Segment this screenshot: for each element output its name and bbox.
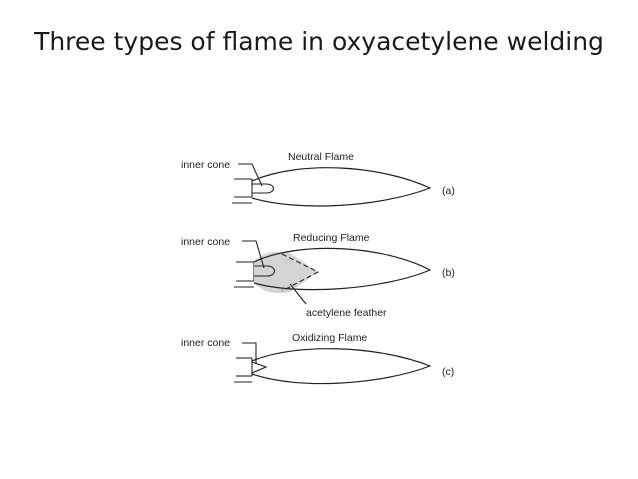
oxidizing-inner-cone-label: inner cone xyxy=(181,337,230,349)
neutral-flame-outline xyxy=(251,167,432,207)
neutral-inner-cone-label: inner cone xyxy=(181,159,230,171)
oxidizing-inner-cone xyxy=(251,361,268,374)
oxidizing-inner-cone-leader xyxy=(242,342,257,364)
acetylene-feather-leader xyxy=(289,283,307,305)
oxidizing-flame-outline xyxy=(251,348,432,385)
oxidizing-flame-figure: inner cone Oxidizing Flame (c) xyxy=(181,332,454,385)
reducing-inner-cone-leader xyxy=(242,240,265,269)
reducing-flame-title: Reducing Flame xyxy=(293,232,370,244)
reducing-flame-figure: inner cone Reducing Flame (b) acetylene … xyxy=(181,232,455,319)
reducing-inner-cone-label: inner cone xyxy=(181,236,230,248)
torch-tip-b xyxy=(234,261,255,288)
torch-tip-c xyxy=(234,357,253,383)
oxidizing-flame-letter: (c) xyxy=(442,366,454,378)
neutral-flame-title: Neutral Flame xyxy=(288,151,354,163)
acetylene-feather-label: acetylene feather xyxy=(306,307,387,319)
reducing-flame-outline xyxy=(253,247,432,291)
neutral-flame-letter: (a) xyxy=(442,185,455,197)
reducing-inner-cone xyxy=(254,265,276,277)
slide-title: Three types of flame in oxyacetylene wel… xyxy=(34,27,604,56)
neutral-flame-figure: inner cone Neutral Flame (a) xyxy=(181,151,455,207)
reducing-flame-letter: (b) xyxy=(442,267,455,279)
acetylene-feather-shading xyxy=(254,251,318,294)
acetylene-feather-outline xyxy=(281,253,320,292)
oxidizing-flame-title: Oxidizing Flame xyxy=(292,332,367,344)
neutral-inner-cone-leader xyxy=(238,163,263,187)
torch-tip-a xyxy=(232,178,253,204)
neutral-inner-cone xyxy=(252,183,275,194)
